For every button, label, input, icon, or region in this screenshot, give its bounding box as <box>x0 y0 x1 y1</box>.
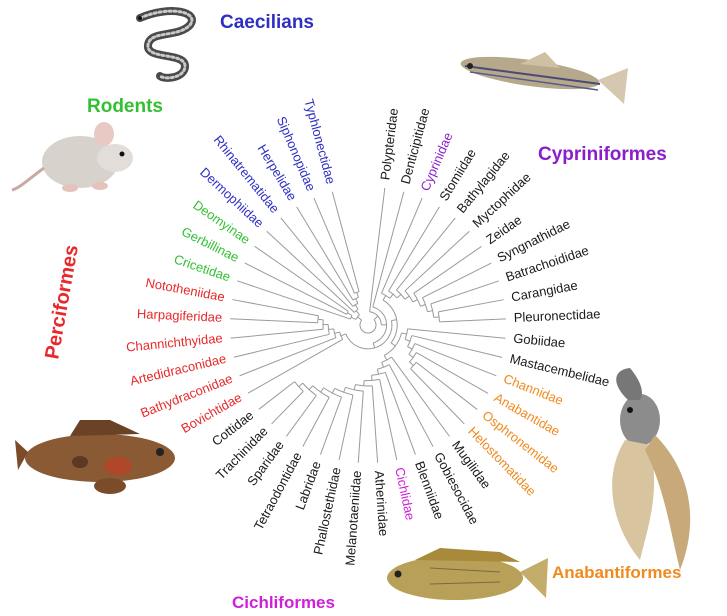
internal-branch <box>357 317 361 320</box>
leaf-branch <box>391 357 449 436</box>
internal-branch <box>332 388 334 393</box>
group-label-rodents: Rodents <box>87 96 163 117</box>
leaf-branch <box>232 300 318 316</box>
internal-branch <box>374 316 378 320</box>
leaf-branch <box>411 369 465 424</box>
taxon-label: Channichthyidae <box>125 330 223 354</box>
zebrafish-illustration <box>459 50 628 104</box>
internal-branch <box>413 300 418 302</box>
taxon-label: Atherinidae <box>372 470 392 537</box>
leaf-branch <box>408 329 506 338</box>
internal-branch <box>434 317 439 318</box>
internal-branch <box>383 295 386 300</box>
internal-branch <box>397 294 401 298</box>
leaf-branch <box>438 300 503 312</box>
leaf-branch <box>237 281 350 319</box>
leaf-branch <box>281 218 353 307</box>
internal-branch <box>410 362 414 366</box>
internal-branch <box>355 305 358 309</box>
taxon-label: Polypteridae <box>377 107 401 181</box>
internal-branch <box>409 354 413 357</box>
internal-branch <box>384 355 386 360</box>
internal-branch <box>377 369 378 374</box>
leaf-branch <box>255 246 349 311</box>
internal-branch <box>356 299 358 304</box>
internal-branch <box>354 385 355 390</box>
leaf-branch <box>339 395 353 460</box>
taxon-label: Cichlidae <box>392 466 418 521</box>
group-label-anabantiformes: Anabantiformes <box>552 563 681 582</box>
betta-illustration <box>612 368 690 570</box>
cichlid-illustration <box>387 548 548 600</box>
internal-branch <box>391 320 396 321</box>
internal-branch <box>318 319 323 320</box>
internal-branch <box>405 296 409 299</box>
caecilian-illustration <box>138 11 192 78</box>
internal-branch <box>347 313 352 316</box>
group-label-cichliformes: Cichliformes <box>232 593 335 612</box>
leaf-branch <box>231 329 324 338</box>
leaf-branch <box>412 336 502 358</box>
group-label-cypriniformes: Cypriniformes <box>538 144 667 165</box>
taxon-label: Pleuronectidae <box>513 306 600 325</box>
leaf-branch <box>267 231 355 312</box>
internal-branch <box>299 383 303 387</box>
internal-branch <box>328 329 333 330</box>
leaf-branch <box>230 319 318 323</box>
taxon-label: Carangidae <box>510 277 579 304</box>
internal-branch <box>344 387 346 392</box>
internal-branch <box>420 305 425 307</box>
leaf-branch <box>414 246 482 293</box>
leaf-branch <box>303 397 329 446</box>
group-label-perciformes: Perciformes <box>41 243 83 361</box>
taxon-label: Harpagiferidae <box>137 306 223 325</box>
clade-arc <box>360 320 376 333</box>
leaf-branch <box>439 319 505 322</box>
taxon-label: Gobiidae <box>513 331 566 351</box>
taxon-labels: PolypteridaeDenticipitidaeCyprinidaeStom… <box>125 97 611 566</box>
leaf-branch <box>332 192 359 292</box>
group-label-caecilians: Caecilians <box>220 12 314 33</box>
internal-branch <box>321 388 324 392</box>
leaf-branch <box>372 386 377 463</box>
internal-branch <box>351 317 356 319</box>
mouse-illustration <box>12 122 133 192</box>
leaf-branch <box>320 397 341 454</box>
internal-branch <box>427 311 432 312</box>
tree-branches <box>230 188 506 463</box>
clade-arc <box>383 300 397 343</box>
internal-branch <box>373 343 374 348</box>
internal-branch <box>402 333 407 334</box>
leaf-branch <box>431 281 499 304</box>
internal-branch <box>309 386 313 390</box>
sculpin-illustration <box>15 420 175 494</box>
internal-branch <box>408 347 413 350</box>
internal-branch <box>341 334 346 336</box>
leaf-branch <box>380 379 397 460</box>
leaf-branch <box>358 391 363 463</box>
leaf-branch <box>297 207 353 300</box>
internal-branch <box>357 292 359 297</box>
internal-branch <box>405 339 410 341</box>
taxon-label: Melanotaeniidae <box>342 470 364 566</box>
internal-branch <box>391 343 395 346</box>
internal-branch <box>382 362 384 367</box>
internal-branch <box>390 294 393 298</box>
internal-branch <box>356 311 359 315</box>
internal-branch <box>335 332 340 333</box>
